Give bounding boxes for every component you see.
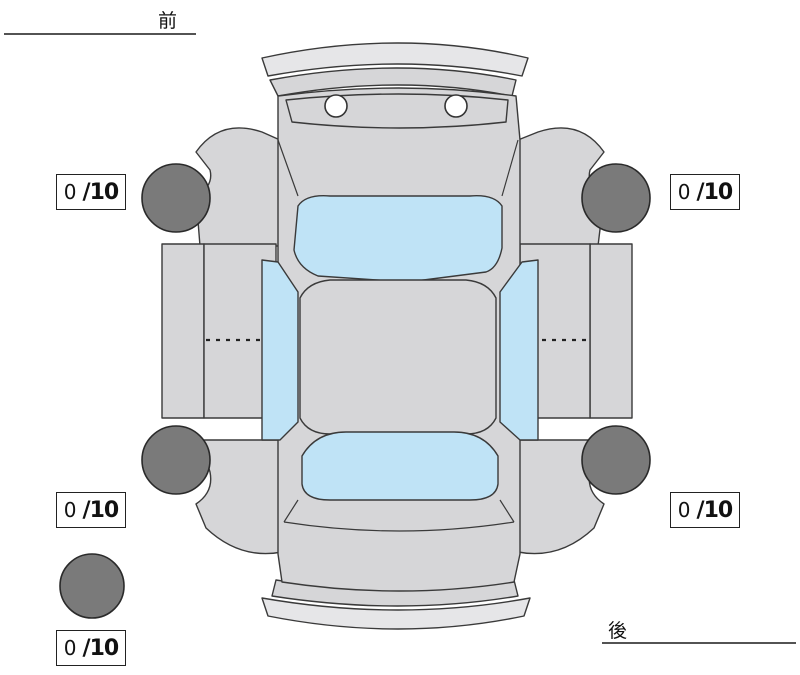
tread-spare: 0 /10 xyxy=(56,630,126,666)
windshield xyxy=(293,195,503,283)
left-side-window xyxy=(261,259,299,441)
rear-left-fender xyxy=(195,439,283,555)
tread-front-left: 0 /10 xyxy=(56,174,126,210)
tread-fraction: /10 xyxy=(696,497,734,523)
tread-fraction: /10 xyxy=(82,179,120,205)
roof xyxy=(299,279,497,435)
rear-bumper xyxy=(261,579,531,630)
right-side-window xyxy=(499,259,539,441)
front-left-tire xyxy=(141,163,211,233)
tread-front-right: 0 /10 xyxy=(670,174,740,210)
front-label-text: 前 xyxy=(158,10,177,32)
tread-rear-left: 0 /10 xyxy=(56,492,126,528)
tread-value: 0 xyxy=(63,180,77,204)
tread-value: 0 xyxy=(677,498,691,522)
front-label: 前 xyxy=(4,10,196,35)
tread-fraction: /10 xyxy=(696,179,734,205)
rear-label-text: 後 xyxy=(608,620,627,642)
left-side-panels xyxy=(161,243,277,419)
rear-window xyxy=(301,431,499,501)
body-seams xyxy=(277,139,519,532)
left-headlamp xyxy=(324,94,348,118)
hood xyxy=(285,93,509,129)
rear-left-tire xyxy=(141,425,211,495)
tread-rear-right: 0 /10 xyxy=(670,492,740,528)
tread-value: 0 xyxy=(63,636,77,660)
tread-value: 0 xyxy=(63,498,77,522)
spare-tire xyxy=(59,553,125,619)
right-headlamp xyxy=(444,94,468,118)
front-right-tire xyxy=(581,163,651,233)
tread-fraction: /10 xyxy=(82,635,120,661)
tread-value: 0 xyxy=(677,180,691,204)
rear-right-tire xyxy=(581,425,651,495)
tread-fraction: /10 xyxy=(82,497,120,523)
rear-label: 後 xyxy=(602,620,796,644)
